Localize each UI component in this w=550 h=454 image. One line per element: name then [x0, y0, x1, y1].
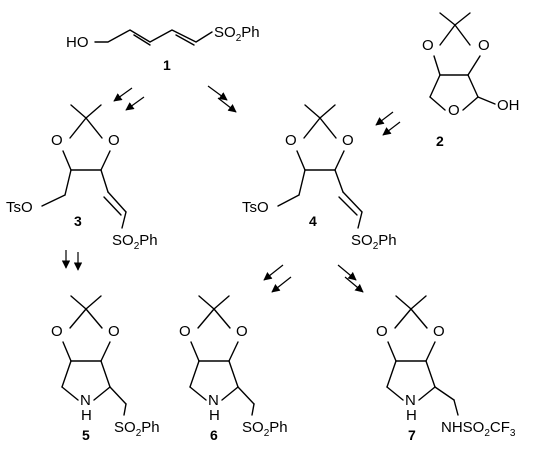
amine-nitrogen: N	[208, 392, 219, 409]
compound-6: O O N H SO2Ph 6	[179, 295, 288, 443]
compound-5: O O N H SO2Ph 5	[51, 295, 160, 443]
amine-hydrogen: H	[406, 407, 417, 424]
sulfone-label: SO2Ph	[112, 232, 158, 252]
acetonide-oxygen-right: O	[108, 323, 120, 340]
arrows-3-to-5	[61, 250, 83, 271]
sulfonamide-label: NHSO2CF3	[441, 419, 516, 439]
acetonide-oxygen-left: O	[376, 323, 388, 340]
compound-2: O O O OH 2	[422, 12, 520, 149]
compound-number-5: 5	[82, 427, 90, 443]
acetonide-oxygen-left: O	[51, 323, 63, 340]
tosylate-label: TsO	[6, 199, 33, 216]
acetonide-oxygen-left: O	[285, 132, 297, 149]
compound-7: O O N H NHSO2CF3 7	[376, 295, 516, 443]
compound-number-3: 3	[74, 213, 82, 229]
sulfone-label: SO2Ph	[242, 419, 288, 439]
amine-nitrogen: N	[80, 392, 91, 409]
sulfone-label: SO2Ph	[351, 232, 397, 252]
acetonide-oxygen-right: O	[236, 323, 248, 340]
compound-number-1: 1	[163, 57, 171, 73]
amine-nitrogen: N	[405, 392, 416, 409]
acetonide-oxygen-right: O	[478, 37, 490, 54]
acetonide-oxygen-left: O	[422, 37, 434, 54]
compound-1: HO SO2Ph 1	[66, 24, 260, 73]
sulfone-label: SO2Ph	[114, 419, 160, 439]
acetonide-oxygen-right: O	[342, 132, 354, 149]
arrows-4-to-6	[263, 264, 292, 293]
ring-oxygen: O	[448, 102, 460, 119]
arrows-1-to-3	[113, 87, 145, 111]
acetonide-oxygen-right: O	[108, 132, 120, 149]
compound-number-6: 6	[210, 427, 218, 443]
arrows-1-to-4	[207, 85, 237, 113]
sulfone-label: SO2Ph	[214, 24, 260, 44]
acetonide-oxygen-right: O	[433, 323, 445, 340]
hydroxyl-label: OH	[497, 97, 520, 114]
acetonide-oxygen-left: O	[51, 132, 63, 149]
arrows-2-to-4	[375, 111, 401, 136]
hydroxyl-label: HO	[66, 34, 89, 51]
acetonide-oxygen-left: O	[179, 323, 191, 340]
compound-number-4: 4	[309, 213, 317, 229]
tosylate-label: TsO	[242, 199, 269, 216]
amine-hydrogen: H	[81, 407, 92, 424]
amine-hydrogen: H	[209, 407, 220, 424]
compound-number-2: 2	[436, 133, 444, 149]
compound-number-7: 7	[408, 427, 416, 443]
compound-3: O O TsO SO2Ph 3	[6, 104, 158, 252]
compound-4: O O TsO SO2Ph 4	[242, 104, 397, 252]
arrows-4-to-7	[337, 264, 364, 293]
